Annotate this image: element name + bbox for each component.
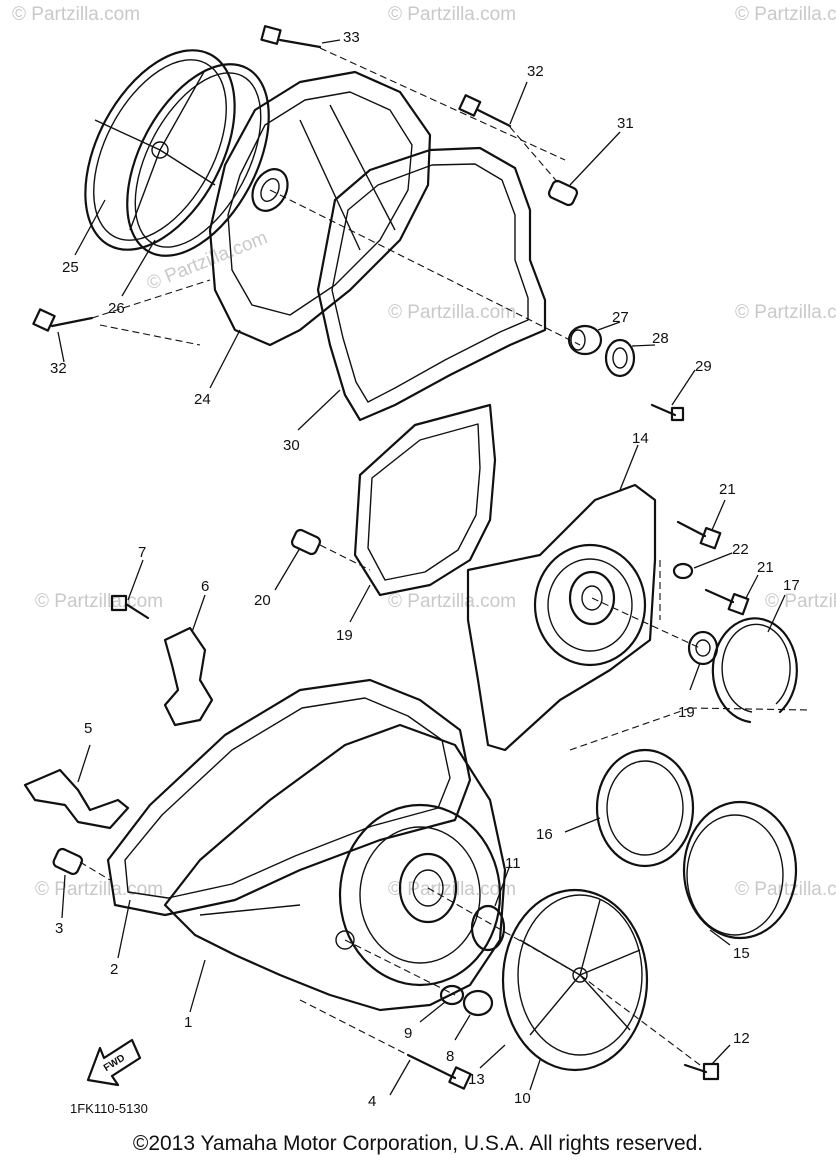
watermark: © Partzilla.com <box>735 879 836 900</box>
watermark: © Partzilla.com <box>12 4 140 25</box>
part-2-gasket <box>106 678 472 917</box>
callout-21: 21 <box>757 559 774 576</box>
callout-32: 32 <box>50 360 67 377</box>
part-7-screw <box>110 594 150 620</box>
callout-6: 6 <box>201 578 209 595</box>
part-3-dowel <box>52 847 84 876</box>
callout-22: 22 <box>732 541 749 558</box>
part-4-bolt <box>406 1053 472 1090</box>
watermark: © Partzilla.com <box>388 879 516 900</box>
part-20-dowel <box>290 528 322 556</box>
part-28-seal <box>604 338 636 378</box>
watermark: © Partzilla.com <box>388 4 516 25</box>
watermark: © Partzilla.com <box>35 879 163 900</box>
watermark: © Partzilla.com <box>735 4 836 25</box>
assembly-lines-upper <box>91 47 581 346</box>
part-24-crankcase-cover <box>208 70 432 347</box>
callouts: 33 32 31 25 26 32 24 30 27 28 29 14 21 2… <box>50 29 800 1110</box>
callout-14: 14 <box>632 430 649 447</box>
callout-32: 32 <box>527 63 544 80</box>
part-19-gasket <box>353 403 497 597</box>
callout-17: 17 <box>783 577 800 594</box>
callout-31: 31 <box>617 115 634 132</box>
part-27-bush <box>567 324 603 356</box>
watermark: © Partzilla.com <box>735 302 836 323</box>
callout-12: 12 <box>733 1030 750 1047</box>
callout-30: 30 <box>283 437 300 454</box>
part-21-screw <box>676 520 722 550</box>
part-16-ring <box>595 748 695 868</box>
callout-33: 33 <box>343 29 360 46</box>
part-21-screw <box>704 588 750 616</box>
watermark: © Partzilla.com <box>35 591 163 612</box>
callout-11: 11 <box>505 855 521 872</box>
callout-21: 21 <box>719 481 736 498</box>
part-29-screw <box>650 403 685 422</box>
callout-13: 13 <box>468 1071 485 1088</box>
callout-9: 9 <box>404 1025 412 1042</box>
diagram-code: 1FK110-5130 <box>70 1101 148 1116</box>
part-15-cap <box>682 800 798 940</box>
callout-7: 7 <box>138 544 146 561</box>
part-6-bracket <box>163 626 214 727</box>
part-10-spoked-cover <box>501 888 649 1072</box>
part-33-bolt <box>260 25 322 49</box>
leader-lines <box>57 39 786 1096</box>
part-30-gasket <box>316 146 547 422</box>
part-32-bolt-left <box>32 308 94 332</box>
part-8-bush <box>462 989 494 1017</box>
part-14-cover <box>466 483 657 752</box>
part-17-circlip <box>711 617 798 724</box>
part-1-main-cover <box>163 723 507 1012</box>
assembly-lines-middle <box>319 544 811 751</box>
watermark: © Partzilla.com <box>765 591 836 612</box>
callout-27: 27 <box>612 309 629 326</box>
part-31-dowel <box>547 179 579 207</box>
callout-19: 19 <box>678 704 695 721</box>
part-5-bracket <box>23 768 130 830</box>
callout-5: 5 <box>84 720 92 737</box>
part-9-o-ring <box>439 984 465 1006</box>
callout-20: 20 <box>254 592 271 609</box>
callout-24: 24 <box>194 391 211 408</box>
part-12-screw <box>683 1062 720 1081</box>
callout-1: 1 <box>184 1014 192 1031</box>
callout-29: 29 <box>695 358 712 375</box>
callout-28: 28 <box>652 330 669 347</box>
copyright-notice: ©2013 Yamaha Motor Corporation, U.S.A. A… <box>132 1132 704 1155</box>
assembly-lines-lower <box>79 861 701 1066</box>
callout-16: 16 <box>536 826 553 843</box>
part-25-cover-disc <box>84 49 236 251</box>
callout-19: 19 <box>336 627 353 644</box>
watermark: © Partzilla.com <box>388 302 516 323</box>
watermark: © Partzilla.com <box>388 591 516 612</box>
callout-10: 10 <box>514 1090 531 1107</box>
callout-2: 2 <box>110 961 118 978</box>
callout-26: 26 <box>108 300 125 317</box>
callout-3: 3 <box>55 920 63 937</box>
callout-25: 25 <box>62 259 79 276</box>
part-22-o-ring <box>672 562 694 580</box>
callout-8: 8 <box>446 1048 454 1065</box>
callout-4: 4 <box>368 1093 376 1110</box>
part-32-bolt <box>458 94 512 128</box>
part-11-o-ring <box>470 904 506 952</box>
forward-arrow-icon: FWD <box>86 1038 142 1087</box>
callout-15: 15 <box>733 945 750 962</box>
